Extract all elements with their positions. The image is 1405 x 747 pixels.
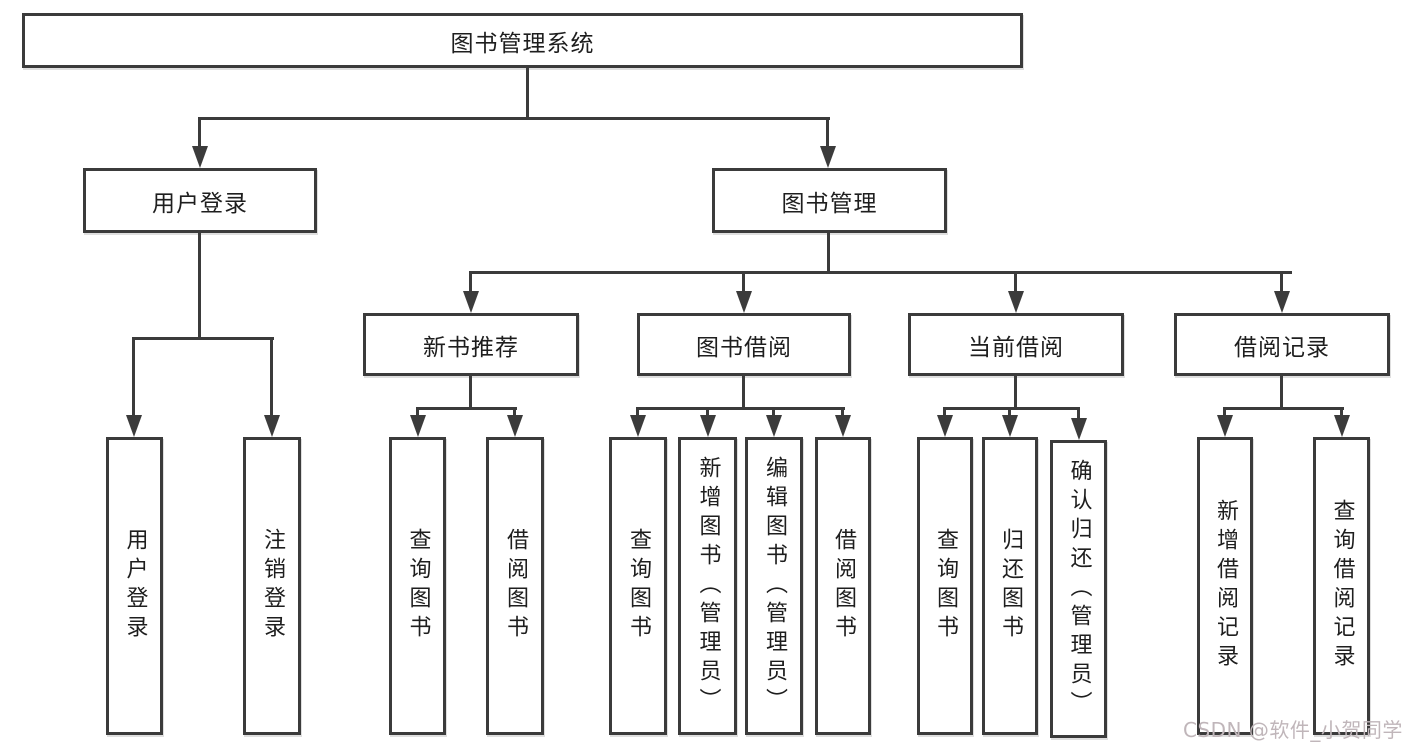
node-library-system: 图书管理系统: [22, 13, 1023, 68]
leaf-query-borrow-record: 查询借阅记录: [1313, 437, 1370, 735]
connector-line: [132, 337, 135, 417]
arrow-down-icon: [820, 146, 836, 168]
leaf-logout-label: 注销登录: [260, 528, 285, 644]
leaf-return-books: 归还图书: [982, 437, 1038, 735]
connector-line: [270, 337, 273, 417]
leaf-borrow-books-label: 借阅图书: [831, 528, 856, 644]
arrow-down-icon: [410, 415, 426, 437]
arrow-down-icon: [700, 415, 716, 437]
node-library-system-label: 图书管理系统: [450, 30, 595, 57]
node-new-book-recommend-label: 新书推荐: [423, 334, 519, 361]
leaf-query-books-recommend: 查询图书: [389, 437, 446, 735]
arrow-down-icon: [1071, 418, 1087, 440]
arrow-down-icon: [126, 415, 142, 437]
connector-line: [1223, 407, 1344, 410]
connector-line: [827, 233, 830, 274]
connector-line: [416, 407, 517, 410]
connector-line: [469, 376, 472, 410]
node-user-login: 用户登录: [83, 168, 317, 233]
connector-line: [132, 337, 274, 340]
leaf-edit-book-admin-label: 编辑图书（管理员）: [762, 455, 787, 717]
connector-line: [841, 407, 844, 419]
leaf-add-borrow-record-label: 新增借阅记录: [1213, 499, 1238, 673]
arrow-down-icon: [264, 415, 280, 437]
arrow-down-icon: [463, 291, 479, 313]
arrow-down-icon: [192, 146, 208, 168]
connector-line: [469, 271, 1292, 274]
arrow-down-icon: [1217, 415, 1233, 437]
leaf-edit-book-admin: 编辑图书（管理员）: [745, 437, 803, 735]
connector-line: [772, 407, 775, 419]
connector-line: [1077, 407, 1080, 421]
connector-line: [706, 407, 709, 419]
arrow-down-icon: [937, 415, 953, 437]
connector-line: [1280, 271, 1283, 293]
arrow-down-icon: [507, 415, 523, 437]
connector-line: [469, 271, 472, 293]
leaf-query-books-recommend-label: 查询图书: [405, 528, 431, 644]
connector-line: [636, 407, 639, 419]
arrow-down-icon: [835, 415, 851, 437]
leaf-query-borrow-record-label: 查询借阅记录: [1329, 499, 1355, 673]
connector-line: [1340, 407, 1343, 419]
connector-line: [636, 407, 845, 410]
connector-line: [1223, 407, 1226, 419]
csdn-watermark: CSDN @软件_小贺同学: [1183, 718, 1403, 742]
connector-line: [526, 68, 529, 117]
connector-line: [1014, 376, 1017, 410]
leaf-confirm-return-admin: 确认归还（管理员）: [1050, 440, 1107, 738]
connector-line: [742, 376, 745, 410]
connector-line: [1280, 376, 1283, 410]
arrow-down-icon: [630, 415, 646, 437]
node-new-book-recommend: 新书推荐: [363, 313, 579, 376]
connector-line: [943, 407, 946, 419]
connector-line: [826, 117, 829, 148]
connector-line: [1008, 407, 1011, 419]
arrow-down-icon: [1334, 415, 1350, 437]
arrow-down-icon: [1002, 415, 1018, 437]
connector-line: [513, 407, 516, 419]
connector-line: [943, 407, 1080, 410]
node-user-login-label: 用户登录: [152, 190, 248, 217]
arrow-down-icon: [1274, 291, 1290, 313]
node-book-management-label: 图书管理: [781, 190, 878, 217]
node-current-borrow: 当前借阅: [908, 313, 1124, 376]
leaf-logout: 注销登录: [243, 437, 301, 735]
leaf-query-books-current-label: 查询图书: [933, 528, 958, 644]
leaf-borrow-books-recommend-label: 借阅图书: [503, 528, 528, 644]
connector-line: [1014, 271, 1017, 293]
arrow-down-icon: [1008, 291, 1024, 313]
node-borrow-records-label: 借阅记录: [1234, 334, 1330, 361]
node-current-borrow-label: 当前借阅: [968, 334, 1064, 361]
connector-line: [416, 407, 419, 419]
node-book-borrow-label: 图书借阅: [696, 334, 792, 361]
connector-line: [198, 233, 201, 340]
arrow-down-icon: [736, 291, 752, 313]
connector-line: [742, 271, 745, 293]
leaf-add-book-admin-label: 新增图书（管理员）: [695, 455, 721, 717]
node-book-management: 图书管理: [712, 168, 947, 233]
leaf-user-login-label: 用户登录: [122, 528, 148, 644]
leaf-borrow-books: 借阅图书: [815, 437, 871, 735]
leaf-user-login: 用户登录: [106, 437, 163, 735]
arrow-down-icon: [766, 415, 782, 437]
leaf-query-books-borrow-label: 查询图书: [626, 528, 651, 644]
node-book-borrow: 图书借阅: [637, 313, 851, 376]
leaf-add-borrow-record: 新增借阅记录: [1197, 437, 1253, 735]
node-borrow-records: 借阅记录: [1174, 313, 1390, 376]
leaf-borrow-books-recommend: 借阅图书: [486, 437, 544, 735]
leaf-query-books-current: 查询图书: [917, 437, 973, 735]
leaf-query-books-borrow: 查询图书: [609, 437, 667, 735]
connector-line: [198, 117, 201, 148]
leaf-confirm-return-admin-label: 确认归还（管理员）: [1066, 458, 1092, 720]
connector-line: [198, 117, 830, 120]
leaf-add-book-admin: 新增图书（管理员）: [678, 437, 737, 735]
leaf-return-books-label: 归还图书: [998, 528, 1023, 644]
